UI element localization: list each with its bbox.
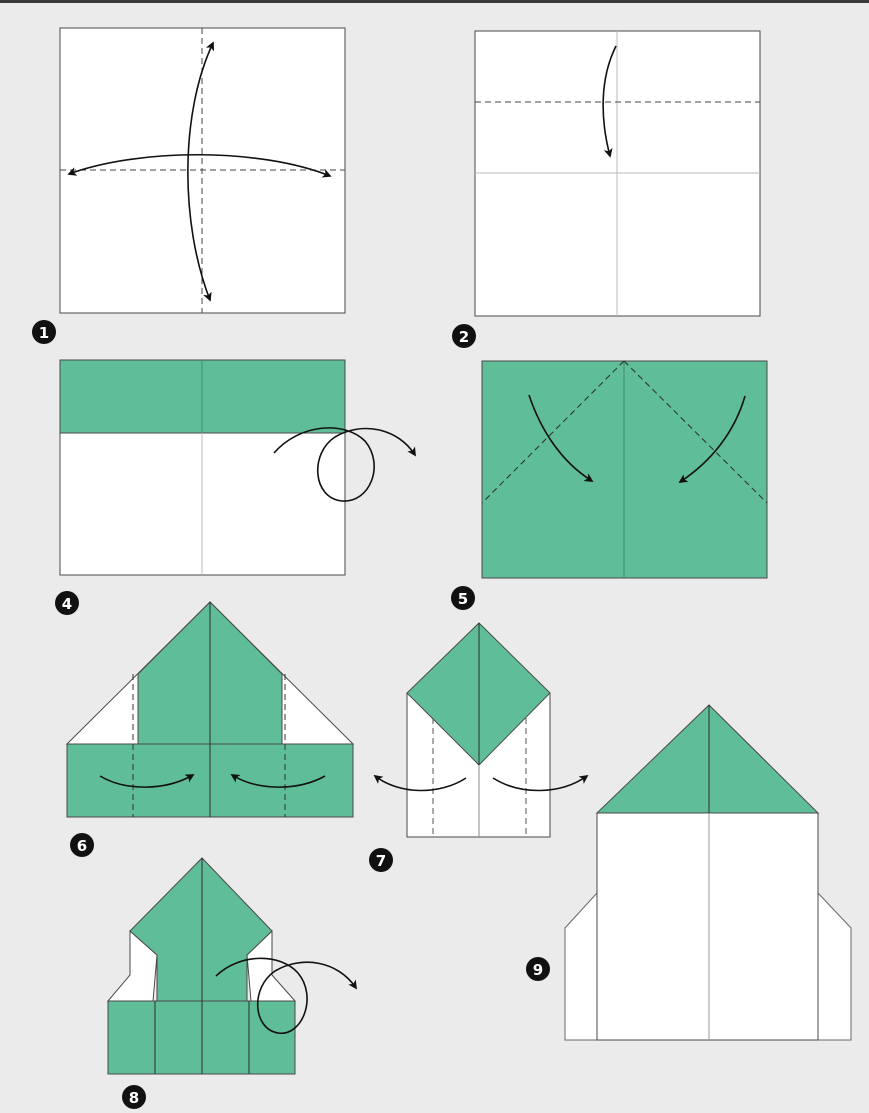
step-5-left-diagonal-fold [481, 360, 625, 504]
step-2-badge: 2 [452, 324, 476, 348]
step-1-diagram [59, 27, 346, 314]
step-9-left-flap [564, 892, 598, 1041]
step-9-body [596, 812, 819, 1041]
step-6-left-fold-arrow [99, 774, 195, 788]
step-2-number: 2 [459, 328, 469, 346]
step-8-badge: 8 [122, 1085, 146, 1109]
step-7-left-unfold-arrow [373, 774, 467, 792]
step-7-right-unfold-arrow [492, 774, 589, 792]
step-6-right-fold-arrow [230, 774, 326, 788]
step-9-green-roof [595, 704, 820, 814]
step-5-number: 5 [458, 590, 468, 608]
step-1-badge: 1 [32, 320, 56, 344]
step-4-badge: 4 [55, 591, 79, 615]
step-8-green-top [129, 857, 273, 1002]
step-9-number: 9 [533, 961, 543, 979]
step-5-badge: 5 [451, 586, 475, 610]
step-5-left-fold-arrow [528, 394, 594, 482]
step-7-number: 7 [376, 852, 386, 870]
origami-diagram: 1 2 4 5 6 7 8 9 [32, 27, 852, 1109]
step-5-right-diagonal-fold [623, 360, 768, 504]
step-9-right-flap [817, 892, 852, 1041]
step-4-diagram [59, 359, 416, 576]
step-2-fold-down-arrow [602, 45, 617, 158]
step-9-diagram [564, 704, 852, 1041]
step-2-diagram [474, 30, 761, 317]
step-1-horizontal-fold-arrow [67, 153, 332, 178]
step-6-badge: 6 [70, 833, 94, 857]
step-8-turn-over-arrow [215, 957, 357, 1034]
step-6-number: 6 [77, 837, 87, 855]
step-7-badge: 7 [369, 848, 393, 872]
step-1-number: 1 [39, 324, 49, 342]
step-8-diagram [106, 857, 357, 1075]
step-5-diagram [481, 360, 768, 579]
step-7-diagram [373, 622, 589, 838]
step-4-number: 4 [62, 595, 72, 613]
step-5-right-fold-arrow [678, 395, 746, 483]
step-4-turn-over-arrow [273, 427, 416, 502]
step-8-number: 8 [129, 1089, 139, 1107]
step-9-badge: 9 [526, 957, 550, 981]
step-6-diagram [65, 601, 355, 818]
